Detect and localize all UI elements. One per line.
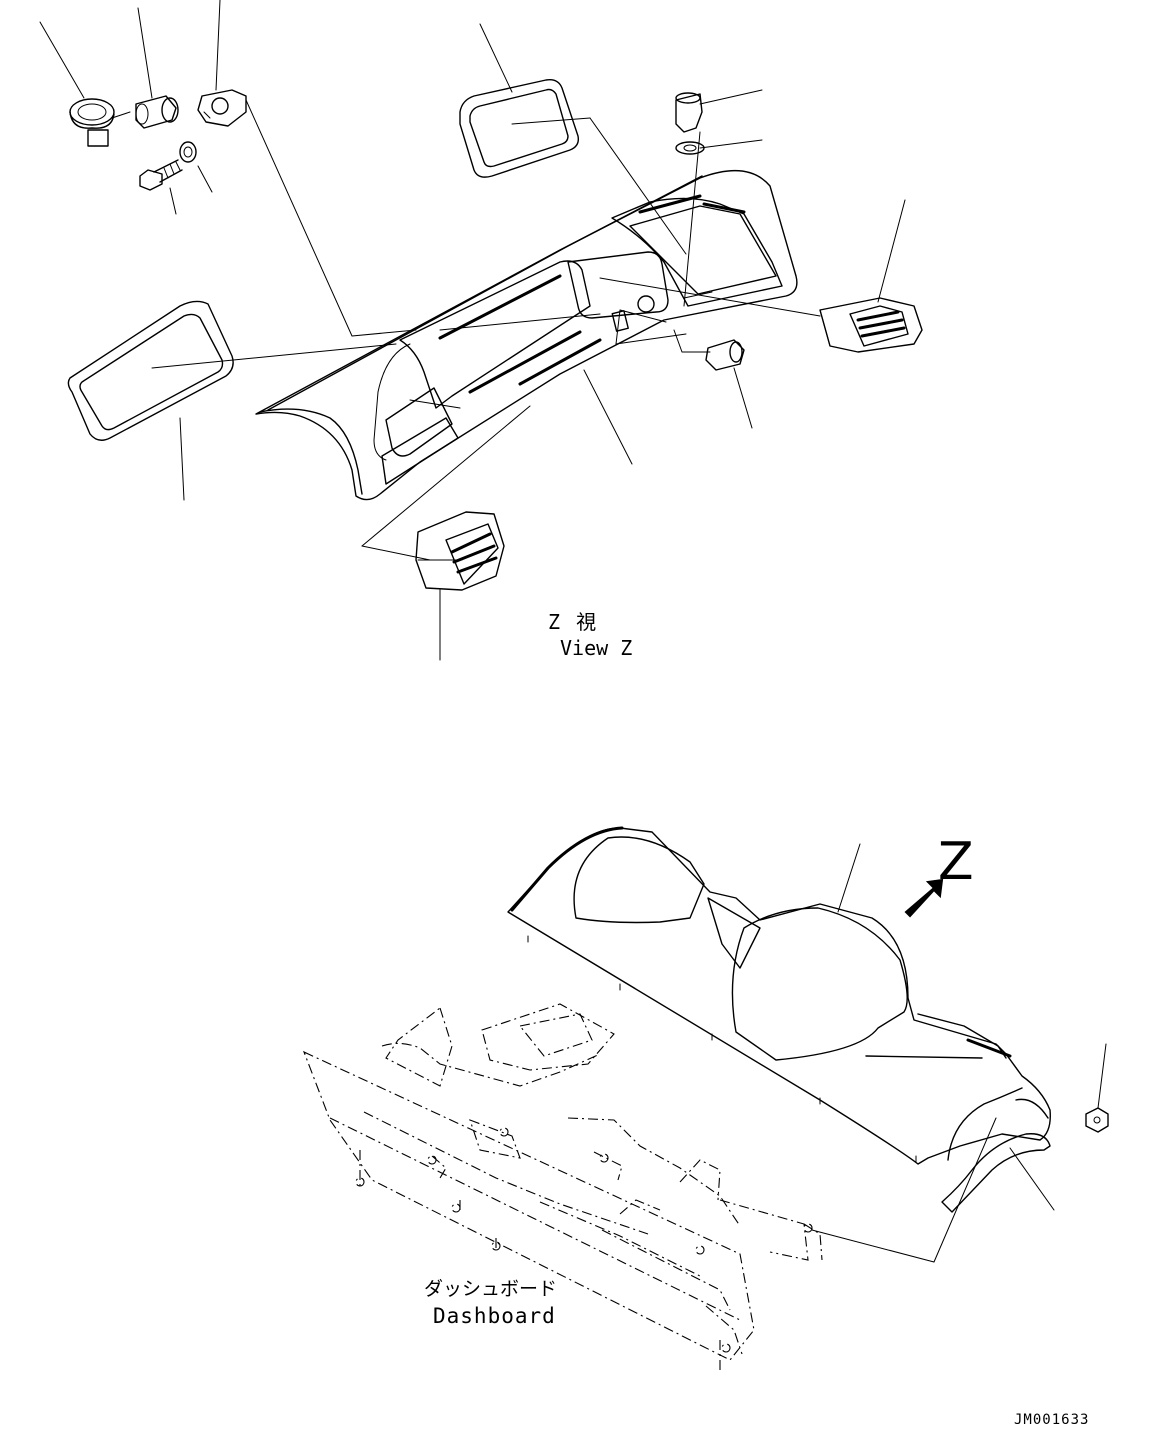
lamp-socket-part [135, 95, 179, 129]
switch-part-right [705, 339, 745, 371]
view-z-label-jp: Z 視 [548, 610, 599, 634]
view-z-arrow-label: Z [938, 832, 974, 892]
dashboard-label-en: Dashboard [433, 1304, 556, 1328]
washer-part [179, 141, 197, 163]
nut-part [1085, 1107, 1109, 1133]
view-z-label-en: View Z [560, 636, 633, 660]
leader-lines-lower [811, 843, 1107, 1263]
dashboard-frame [303, 1003, 823, 1370]
dash-cover-main [255, 169, 798, 501]
trim-strip [941, 1133, 1051, 1213]
air-vent-right [819, 297, 923, 353]
leader-lines-top [39, 0, 906, 661]
drawing-number: JM001633 [1014, 1412, 1090, 1428]
knob-part [675, 92, 703, 133]
grommet-part [675, 141, 705, 155]
dashboard-label-jp: ダッシュボード [424, 1278, 558, 1300]
air-vent-bottom [415, 511, 505, 591]
meter-trim-left [67, 300, 234, 441]
monitor-trim-upper [459, 78, 580, 178]
cover-pins [527, 935, 917, 1163]
bolt-part [139, 159, 183, 191]
dash-cover-lower [507, 826, 1051, 1165]
lamp-connector-part [69, 98, 131, 147]
switch-bracket-part [197, 89, 247, 127]
view-z-arrow [904, 878, 944, 918]
reference-lines-top [151, 99, 821, 561]
